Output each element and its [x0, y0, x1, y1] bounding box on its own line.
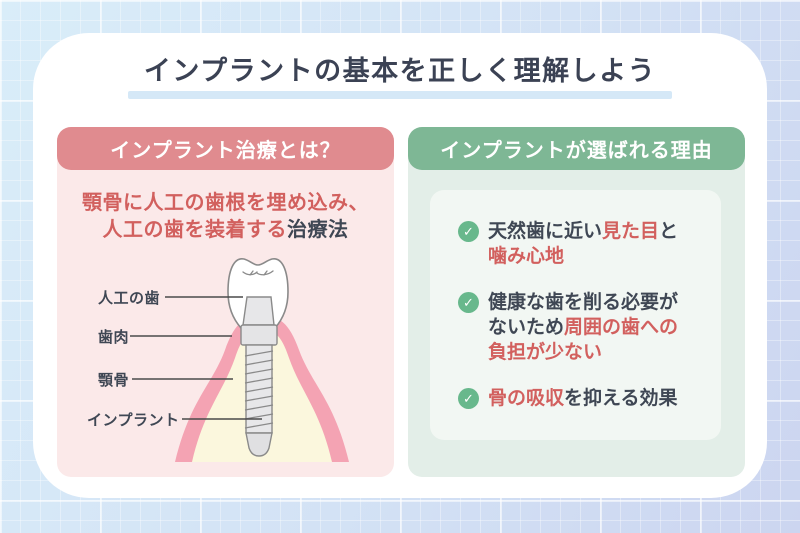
main-card: インプラントの基本を正しく理解しよう インプラント治療とは？ 顎骨に人工の歯根を… — [33, 33, 767, 498]
reason1-seg-red2: 噛み心地 — [488, 246, 565, 267]
panel-why-implant-header: インプラントが選ばれる理由 — [408, 127, 745, 170]
implant-abutment-shape — [242, 296, 275, 326]
panel-what-is-implant-header: インプラント治療とは？ — [57, 127, 394, 170]
check-circle-icon: ✓ — [458, 292, 479, 313]
panel-what-is-implant: インプラント治療とは？ 顎骨に人工の歯根を埋め込み、人工の歯を装着する治療法 — [57, 127, 394, 477]
title-underline — [128, 91, 672, 100]
reason-item-appearance: ✓ 天然歯に近い見た目と噛み心地 — [458, 219, 701, 269]
reason2-seg-red: 周囲の歯への負担が少ない — [488, 317, 679, 363]
reason-item-no-grinding: ✓ 健康な歯を削る必要がないため周囲の歯への負担が少ない — [458, 290, 701, 365]
reason2-seg-dark: 健康な歯を削る必要がないため — [488, 292, 679, 338]
reason1-seg-red: 見た目 — [602, 221, 660, 242]
implant-diagram: 人工の歯 歯肉 顎骨 インプラント — [57, 250, 393, 482]
panels-row: インプラント治療とは？ 顎骨に人工の歯根を埋め込み、人工の歯を装着する治療法 — [57, 127, 745, 477]
page-title: インプラントの基本を正しく理解しよう — [143, 56, 657, 86]
tooth-fissure-lines — [242, 270, 274, 276]
reason-text: 骨の吸収を抑える効果 — [488, 386, 693, 411]
description-line2-red: 人工の歯を装着する — [102, 219, 287, 241]
implant-collar-shape — [240, 324, 278, 346]
reason-item-bone: ✓ 骨の吸収を抑える効果 — [458, 386, 701, 411]
title-block: インプラントの基本を正しく理解しよう — [33, 33, 767, 100]
description-line2-dark: 治療法 — [287, 219, 349, 241]
reason3-seg-red: 骨の吸収 — [488, 388, 565, 409]
label-gum: 歯肉 — [98, 328, 129, 346]
implant-diagram-svg: 人工の歯 歯肉 顎骨 インプラント — [87, 258, 349, 462]
implant-screw-tip — [245, 432, 273, 457]
description-line1: 顎骨に人工の歯根を埋め込み、 — [82, 192, 369, 214]
reason1-seg-dark: 天然歯に近い — [488, 221, 603, 242]
reasons-card: ✓ 天然歯に近い見た目と噛み心地 ✓ 健康な歯を削る必要がないため周囲の歯への負… — [430, 190, 721, 440]
reason1-seg-dark2: と — [659, 221, 679, 242]
reason-text: 健康な歯を削る必要がないため周囲の歯への負担が少ない — [488, 290, 693, 365]
check-circle-icon: ✓ — [458, 221, 479, 242]
label-artificial-tooth: 人工の歯 — [98, 289, 160, 307]
panel-why-implant: インプラントが選ばれる理由 ✓ 天然歯に近い見た目と噛み心地 ✓ 健康な歯を削る… — [408, 127, 745, 477]
reason3-seg-dark: を抑える効果 — [564, 388, 678, 409]
label-jawbone: 顎骨 — [98, 372, 129, 389]
implant-description: 顎骨に人工の歯根を埋め込み、人工の歯を装着する治療法 — [57, 190, 394, 244]
check-circle-icon: ✓ — [458, 388, 479, 409]
label-implant: インプラント — [87, 412, 180, 429]
reason-text: 天然歯に近い見た目と噛み心地 — [488, 219, 693, 269]
implant-screw-threads — [244, 350, 274, 429]
